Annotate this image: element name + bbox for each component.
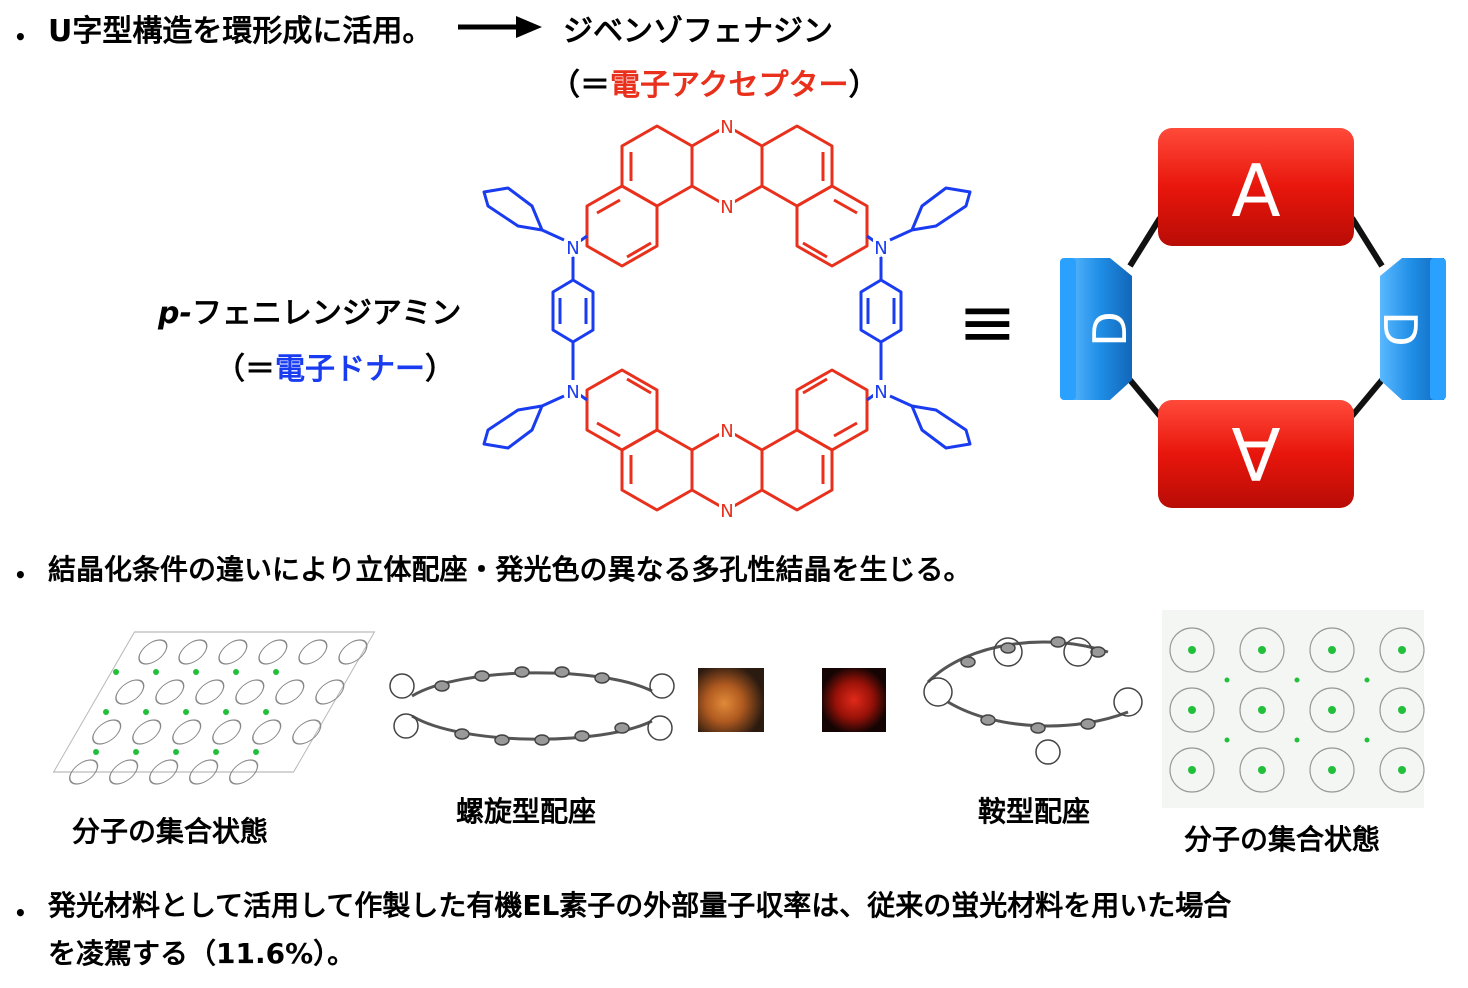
acceptor-role-line: （＝電子アクセプター） <box>550 60 879 104</box>
crystal-photo-orange <box>698 668 764 732</box>
bullet-dot-3: • <box>14 901 27 925</box>
acceptor-paren-close: ） <box>848 68 879 103</box>
acceptor-top <box>585 124 869 268</box>
donor-block-right-label: D <box>1373 311 1427 346</box>
saddle-conformation-image <box>923 636 1143 765</box>
atom-n-top: N <box>720 117 733 138</box>
acceptor-block-bottom-label: A <box>1231 411 1280 495</box>
atom-n-bottom: N <box>720 501 733 522</box>
label-packing-left: 分子の集合状態 <box>72 815 269 848</box>
arrow-right-icon <box>458 16 542 38</box>
donor-name-line: p-フェニレンジアミン <box>158 288 461 332</box>
atom-n-left-top: N <box>566 238 579 259</box>
atom-n-right-top: N <box>874 238 887 259</box>
donor-role: 電子ドナー <box>275 352 425 387</box>
acceptor-block-top: A <box>1158 128 1354 246</box>
donor-block-left-label: D <box>1083 311 1137 346</box>
atom-n-left-bottom: N <box>566 382 579 403</box>
bullet-3-text-line2: を凌駕する（11.6%）。 <box>48 937 356 970</box>
donor-paren-close: ） <box>425 352 455 387</box>
acceptor-name: ジベンゾフェナジン <box>563 14 833 49</box>
acceptor-bottom <box>585 368 869 512</box>
crystal-photo-red <box>822 668 886 732</box>
donor-parts <box>482 186 972 450</box>
label-packing-right: 分子の集合状態 <box>1184 823 1381 856</box>
atom-n-bottom-inner: N <box>720 421 733 442</box>
acceptor-block-bottom: A <box>1158 400 1354 508</box>
crystal-packing-left-image <box>52 631 376 785</box>
bullet-2-text: 結晶化条件の違いにより立体配座・発光色の異なる多孔性結晶を生じる。 <box>48 553 972 586</box>
label-saddle: 鞍型配座 <box>978 795 1091 828</box>
acceptor-role: 電子アクセプター <box>610 68 849 103</box>
helical-conformation-image <box>389 666 675 746</box>
bullet-dot-1: • <box>14 25 27 49</box>
label-helical: 螺旋型配座 <box>456 795 597 828</box>
donor-name: フェニレンジアミン <box>191 296 462 331</box>
bullet-3-text-line1: 発光材料として活用して作製した有機EL素子の外部量子収率は、従来の蛍光材料を用い… <box>48 889 1232 922</box>
donor-acceptor-schematic: A A D D <box>1060 128 1446 508</box>
donor-prefix: p- <box>158 296 192 331</box>
atom-n-top-inner: N <box>720 197 733 218</box>
acceptor-block-top-label: A <box>1231 149 1280 233</box>
donor-paren-open: （＝ <box>215 352 275 387</box>
macrocycle-structure: N N N N N N N N <box>482 114 972 525</box>
donor-block-right: D <box>1373 258 1446 400</box>
crystal-packing-right-image <box>1162 610 1425 808</box>
atom-n-right-bottom: N <box>874 382 887 403</box>
donor-block-left: D <box>1060 258 1137 400</box>
bullet-1-text: U字型構造を環形成に活用。 <box>48 14 433 49</box>
bullet-dot-2: • <box>14 563 27 587</box>
equiv-symbol: ≡ <box>958 281 1017 363</box>
donor-role-line: （＝電子ドナー） <box>215 344 455 388</box>
acceptor-paren-open: （＝ <box>550 68 610 103</box>
